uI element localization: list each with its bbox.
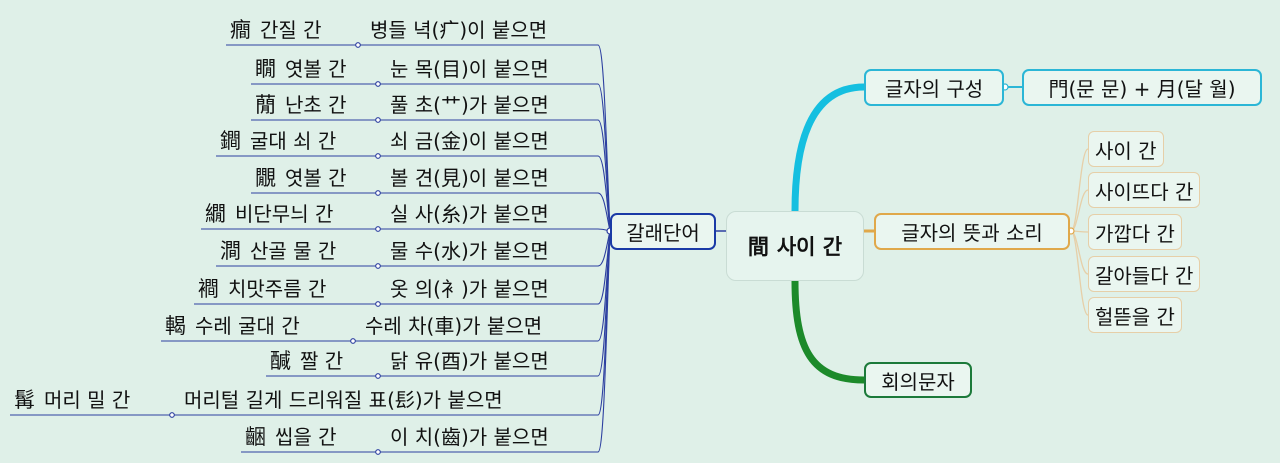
derived-hanja: 瞯	[255, 57, 276, 81]
derived-explain: 옷 의(衤)가 붙으면	[390, 277, 549, 301]
meaning-connector	[1070, 148, 1089, 232]
derived-explain: 닭 유(酉)가 붙으면	[390, 349, 549, 373]
meaning-item[interactable]: 갈아들다 간	[1088, 256, 1201, 292]
derived-connector	[201, 228, 611, 232]
derived-hanja: 襇	[198, 277, 219, 301]
link-to-type	[791, 277, 868, 384]
derived-hanja: 蕑	[255, 93, 276, 117]
derived-sub-dot	[355, 42, 361, 48]
derived-hanja: 覵	[255, 166, 276, 190]
derived-sub-dot	[375, 81, 381, 87]
link-to-composition	[791, 83, 868, 215]
derived-word: 짤 간	[300, 349, 344, 373]
meaning-sound-node[interactable]: 글자의 뜻과 소리	[874, 213, 1070, 250]
derived-connector	[216, 230, 611, 267]
derived-row[interactable]: 瞯 엿볼 간 눈 목(目)이 붙으면	[255, 57, 549, 81]
derived-row[interactable]: 繝 비단무늬 간 실 사(糸)가 붙으면	[205, 202, 549, 226]
derived-connector	[216, 155, 611, 232]
derived-sub-dot	[375, 117, 381, 123]
derived-sub-dot	[375, 263, 381, 269]
composition-node[interactable]: 글자의 구성	[864, 69, 1004, 106]
derived-word: 엿볼 간	[285, 57, 347, 81]
central-topic[interactable]: 間 사이 간	[726, 211, 864, 281]
derived-word: 간질 간	[260, 18, 322, 42]
central-hanja: 間	[747, 235, 769, 259]
derived-sub-dot	[169, 412, 175, 418]
derived-explain: 쇠 금(金)이 붙으면	[390, 129, 549, 153]
derived-row[interactable]: 輵 수레 굴대 간 수레 차(車)가 붙으면	[165, 314, 542, 338]
derived-word: 산골 물 간	[250, 239, 337, 263]
derived-sub-dot	[375, 190, 381, 196]
derived-words-node[interactable]: 갈래단어	[610, 213, 716, 250]
central-reading: 사이 간	[776, 235, 843, 259]
derived-hanja: 輵	[165, 314, 186, 338]
meaning-item[interactable]: 헐뜯을 간	[1088, 297, 1182, 333]
derived-word: 굴대 쇠 간	[250, 129, 337, 153]
derived-word: 난초 간	[285, 93, 347, 117]
derived-hanja: 髯	[14, 388, 35, 412]
derived-row[interactable]: 癎 간질 간 병들 녁(疒)이 붙으면	[230, 18, 547, 42]
derived-explain: 병들 녁(疒)이 붙으면	[370, 18, 548, 42]
derived-sub-dot	[375, 449, 381, 455]
derived-word: 수레 굴대 간	[195, 314, 300, 338]
derived-explain: 눈 목(目)이 붙으면	[390, 57, 549, 81]
derived-explain: 물 수(水)가 붙으면	[390, 239, 549, 263]
derived-word: 머리 밀 간	[44, 388, 131, 412]
meaning-item[interactable]: 사이뜨다 간	[1088, 172, 1201, 208]
derived-hanja: 鐧	[220, 129, 241, 153]
meaning-item[interactable]: 사이 간	[1088, 131, 1164, 167]
derived-word: 엿볼 간	[285, 166, 347, 190]
derived-sub-dot	[375, 373, 381, 379]
derived-row[interactable]: 醎 짤 간 닭 유(酉)가 붙으면	[270, 349, 549, 373]
derived-explain: 실 사(糸)가 붙으면	[390, 202, 549, 226]
derived-explain: 풀 초(艹)가 붙으면	[390, 93, 549, 117]
derived-row[interactable]: 蕑 난초 간 풀 초(艹)가 붙으면	[255, 93, 549, 117]
derived-explain: 이 치(齒)가 붙으면	[390, 425, 549, 449]
derived-sub-dot	[350, 338, 356, 344]
derived-row[interactable]: 襇 치맛주름 간 옷 의(衤)가 붙으면	[198, 277, 549, 301]
derived-row[interactable]: 鐧 굴대 쇠 간 쇠 금(金)이 붙으면	[220, 129, 549, 153]
composition-detail-node[interactable]: 門(문 문) + 月(달 월)	[1022, 69, 1262, 106]
derived-row[interactable]: 髯 머리 밀 간 머리털 길게 드리워질 표(髟)가 붙으면	[14, 388, 503, 412]
derived-explain: 머리털 길게 드리워질 표(髟)가 붙으면	[184, 388, 503, 412]
derived-connector	[251, 192, 611, 232]
derived-word: 치맛주름 간	[228, 277, 327, 301]
derived-sub-dot	[375, 301, 381, 307]
derived-sub-dot	[375, 226, 381, 232]
derived-explain: 수레 차(車)가 붙으면	[365, 314, 543, 338]
derived-word: 씹을 간	[275, 425, 337, 449]
derived-hanja: 繝	[205, 202, 226, 226]
derived-connector	[241, 230, 611, 453]
derived-hanja: 齫	[245, 425, 266, 449]
character-type-node[interactable]: 회의문자	[864, 362, 972, 398]
derived-word: 비단무늬 간	[235, 202, 334, 226]
derived-connector	[251, 119, 611, 232]
derived-hanja: 癎	[230, 18, 251, 42]
derived-sub-dot	[375, 153, 381, 159]
derived-row[interactable]: 覵 엿볼 간 볼 견(見)이 붙으면	[255, 166, 549, 190]
meaning-item[interactable]: 가깝다 간	[1088, 214, 1182, 250]
derived-explain: 볼 견(見)이 붙으면	[390, 166, 549, 190]
derived-row[interactable]: 齫 씹을 간 이 치(齒)가 붙으면	[245, 425, 549, 449]
derived-row[interactable]: 澗 산골 물 간 물 수(水)가 붙으면	[220, 239, 549, 263]
derived-hanja: 醎	[270, 349, 291, 373]
derived-hanja: 澗	[220, 239, 241, 263]
